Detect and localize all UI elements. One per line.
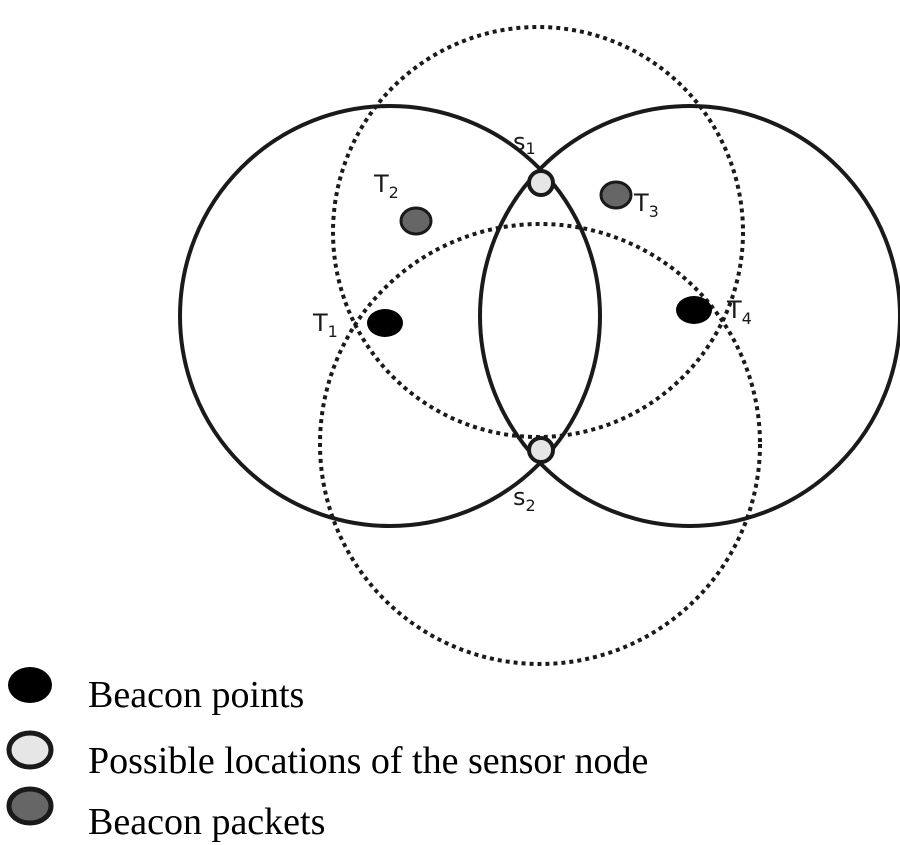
label-s2: s2 (513, 483, 536, 515)
dotted-circle-top (331, 25, 745, 439)
label-t4: T4 (726, 296, 752, 328)
legend-swatch-possible-locations (6, 730, 54, 770)
beacon-packet-t2 (399, 206, 433, 236)
beacon-point-t4 (676, 296, 712, 324)
label-t2: T2 (373, 170, 399, 202)
solid-circle-right (478, 104, 900, 528)
label-s1: s1 (513, 128, 536, 158)
legend-label-beacon-packets: Beacon packets (88, 801, 325, 843)
legend-label-possible-locations: Possible locations of the sensor node (88, 740, 648, 782)
label-t1: T1 (312, 309, 338, 341)
sensor-location-s1 (527, 169, 555, 197)
sensor-location-s2 (527, 436, 555, 464)
legend-label-beacon-points: Beacon points (88, 674, 304, 716)
legend-swatch-beacon-points (8, 667, 52, 703)
dotted-circle-bottom (318, 222, 762, 666)
legend-swatch-beacon-packets (6, 786, 54, 826)
beacon-point-t1 (367, 309, 403, 337)
legend: Beacon points Possible locations of the … (6, 667, 648, 843)
solid-circle-left (178, 104, 602, 528)
label-t3: T3 (633, 189, 659, 221)
beacon-packet-t3 (599, 180, 633, 210)
